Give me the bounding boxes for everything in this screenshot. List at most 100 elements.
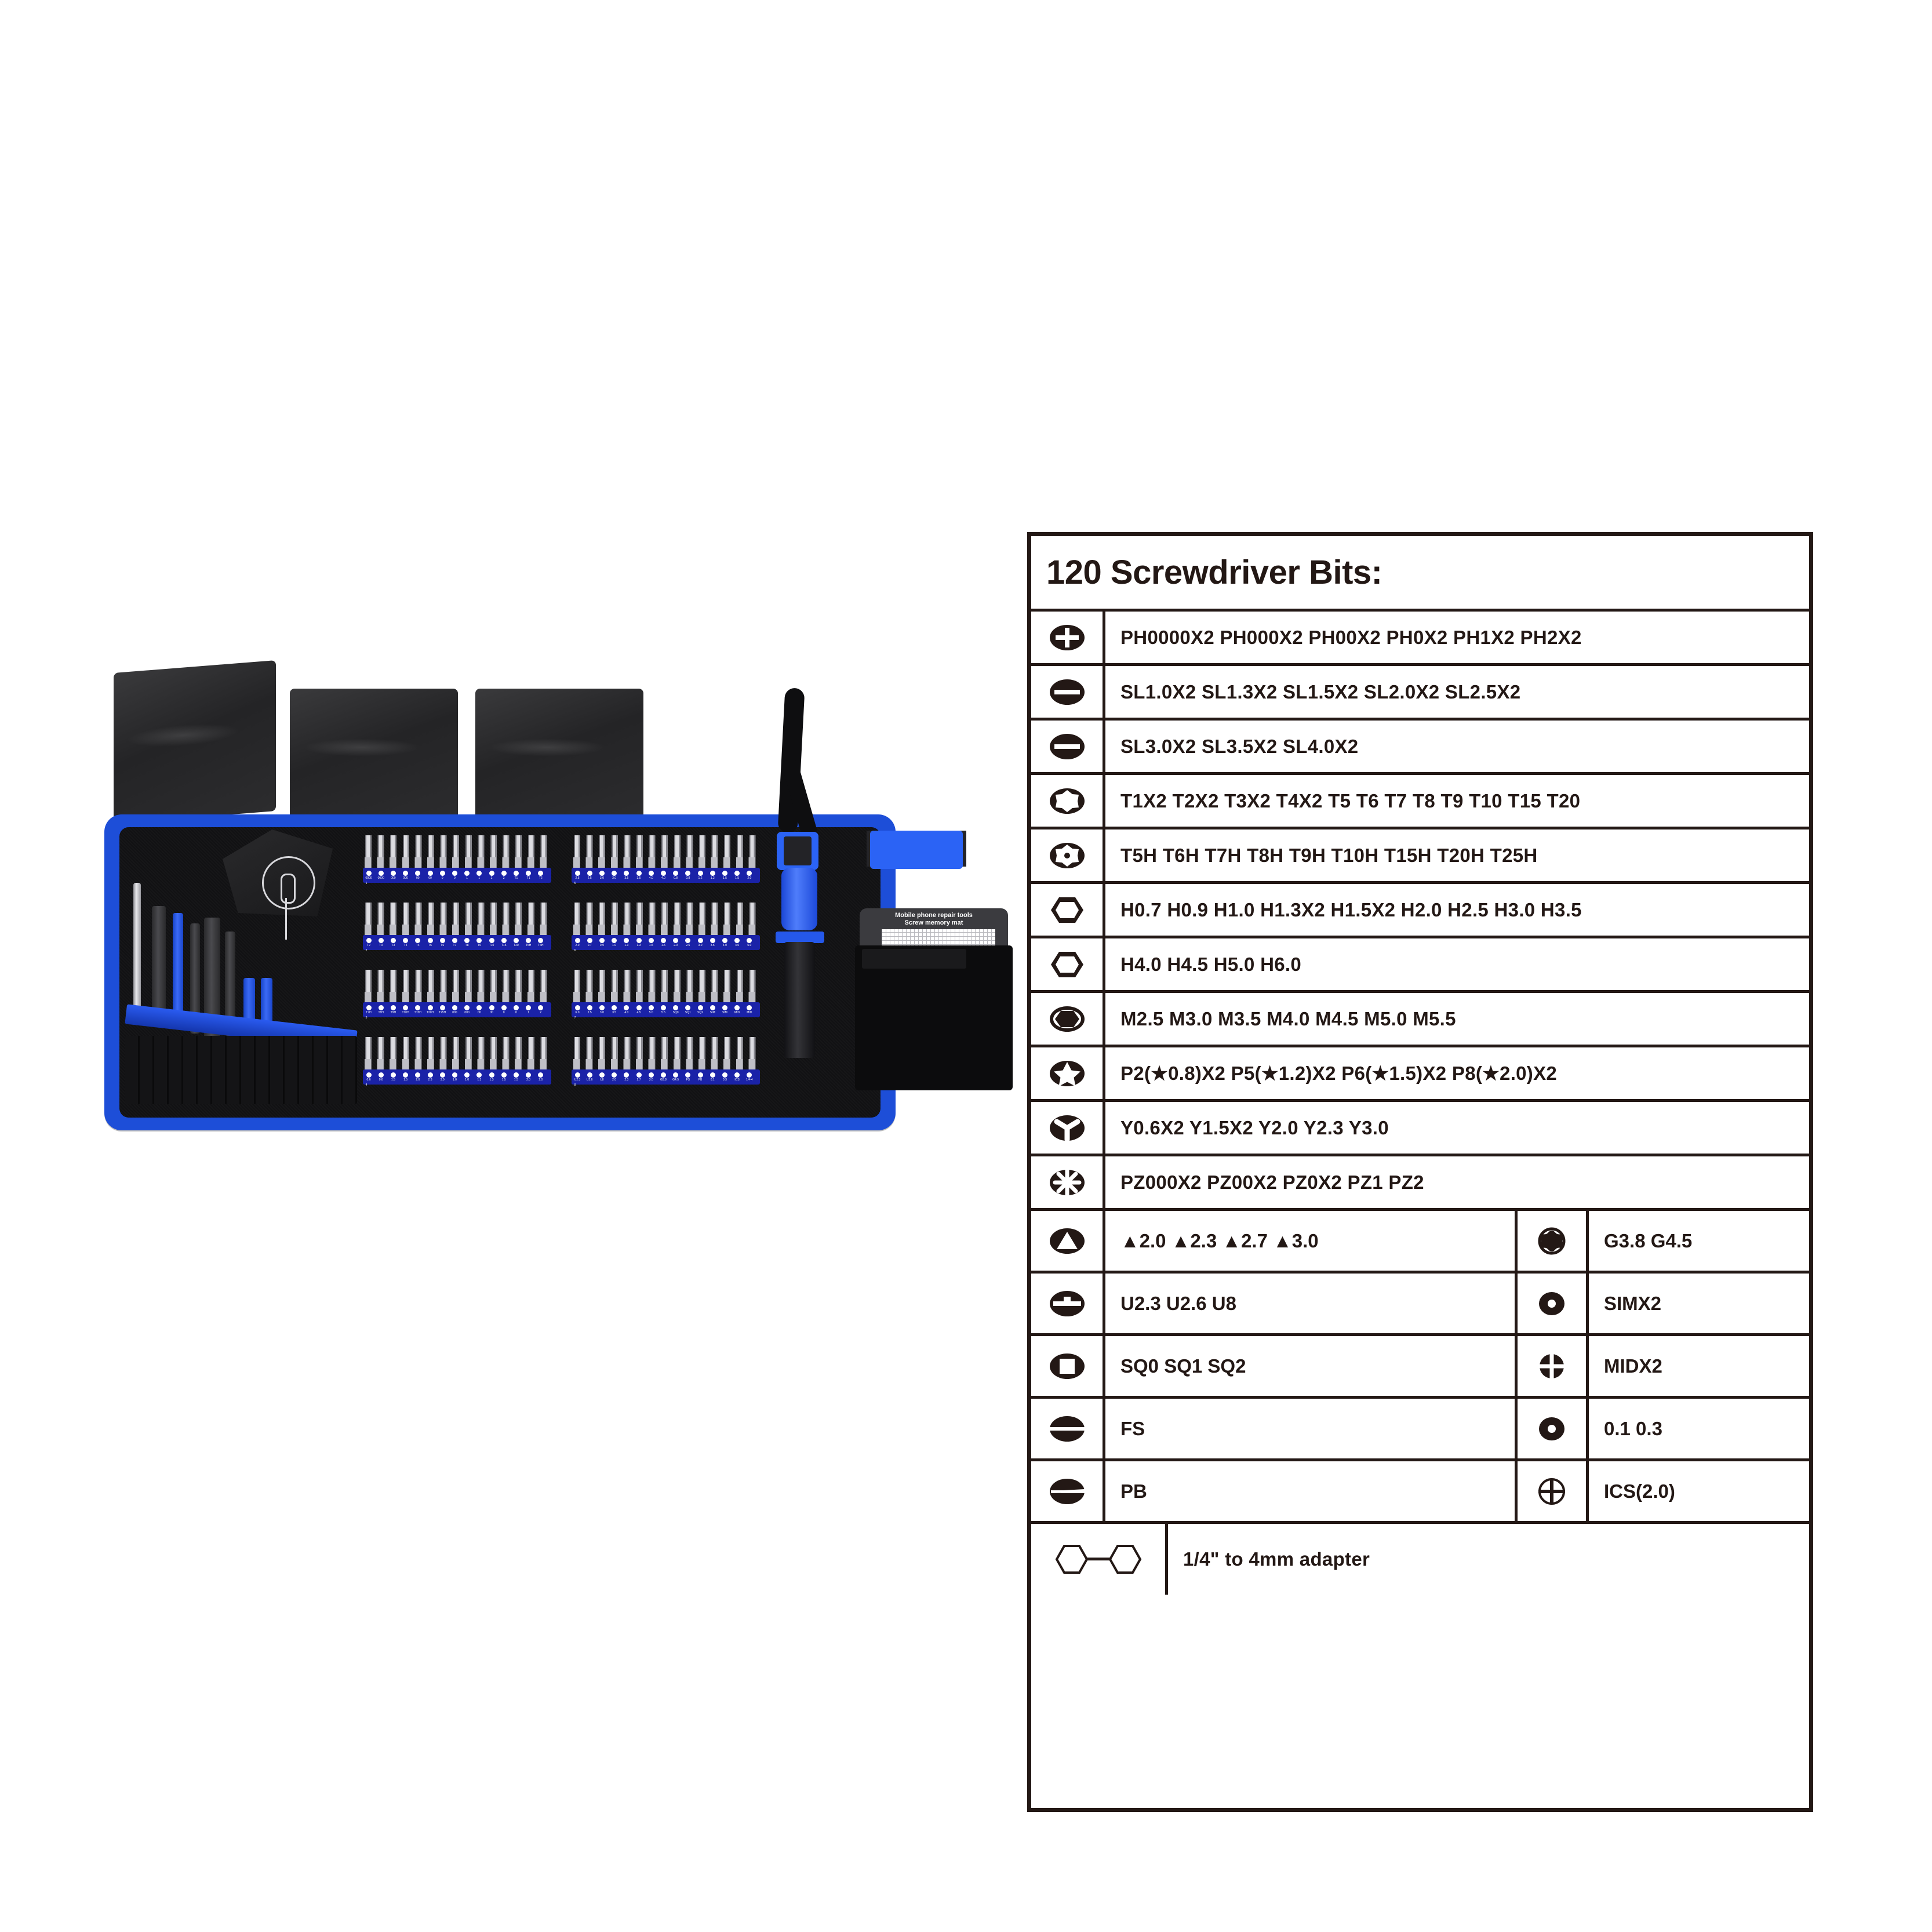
bit-hole [464, 1005, 470, 1010]
bit-hole [648, 1005, 654, 1010]
bit-hole [476, 938, 482, 943]
flap-sheen [126, 720, 241, 751]
bit-label: 4.0 [722, 944, 727, 947]
bit-hole [390, 1005, 396, 1010]
flat-split-icon [1031, 1399, 1105, 1458]
bit-hole [599, 1072, 605, 1078]
slotted-icon [1031, 721, 1105, 772]
bit-hole [513, 1072, 519, 1078]
bit-hole [476, 871, 482, 876]
flap-sheen [489, 738, 607, 756]
bit-row [363, 903, 551, 935]
bit-hole [415, 1005, 421, 1010]
strip-index: 4 [365, 1083, 368, 1087]
bit-hole [489, 938, 494, 943]
bit-label: 1.2 [698, 876, 703, 880]
bit-label: T8 [465, 944, 469, 947]
bit-hole [587, 938, 592, 943]
bit-hole [710, 1005, 715, 1010]
bit-hole [636, 938, 642, 943]
bit-label: MID [747, 1011, 752, 1014]
bit-label: U2.6 [586, 1078, 593, 1082]
bit-label: 000 [464, 1011, 470, 1014]
table-row: PH0000X2 PH000X2 PH00X2 PH0X2 PH1X2 PH2X… [1031, 612, 1809, 666]
bit-label: T15 [501, 944, 507, 947]
bit-label: 000 [403, 876, 408, 880]
bit-list-text: SQ0 SQ1 SQ2 [1120, 1355, 1246, 1377]
hex-icon [1031, 938, 1105, 990]
hex-icon [1031, 884, 1105, 936]
bit-label: 2.0 [539, 1078, 543, 1082]
bit-hole [612, 938, 617, 943]
bit-label: 0.3 [722, 1078, 727, 1082]
bit-hole [685, 871, 691, 876]
square-icon [1031, 1336, 1105, 1396]
bit-hole [747, 938, 752, 943]
bit-list-text: T1X2 T2X2 T3X2 T4X2 T5 T6 T7 T8 T9 T10 T… [1120, 789, 1581, 812]
pozidriv-icon [1031, 1156, 1105, 1208]
bit-label: SIM [710, 1011, 715, 1014]
bit-hole [587, 1005, 592, 1010]
bit-hole [599, 1005, 605, 1010]
bit-hole [697, 1005, 703, 1010]
bit-label: 1.5 [722, 876, 727, 880]
bit-hole [427, 938, 433, 943]
bit-label: 4.0 [649, 876, 653, 880]
bit-label: T1 [514, 876, 518, 880]
bit-label: 1.3 [477, 1078, 482, 1082]
bit-hole [636, 871, 642, 876]
bit-hole [734, 871, 740, 876]
bit-hole [624, 871, 630, 876]
strip-index: 3 [365, 1016, 368, 1020]
bit-hole [673, 1072, 679, 1078]
bit-hole [452, 1005, 457, 1010]
bit-hole [734, 1072, 740, 1078]
bit-hole [747, 871, 752, 876]
bit-label: 2.0 [526, 1078, 531, 1082]
bit-list-text-secondary: 0.1 0.3 [1604, 1417, 1662, 1439]
bit-list-text: SL1.0X2 SL1.3X2 SL1.5X2 SL2.0X2 SL2.5X2 [1120, 681, 1521, 703]
bit-label: 3.5 [636, 876, 641, 880]
bit-hole [574, 938, 580, 943]
bit-hole [427, 1072, 433, 1078]
bit-hole [538, 1005, 544, 1010]
bit-hole [464, 1072, 470, 1078]
strip-index: 8 [574, 1083, 576, 1087]
bit-hole [710, 938, 715, 943]
bit-label: U8 [600, 1078, 604, 1082]
bit-label: 0.6 [379, 1078, 383, 1082]
bit-list-text-secondary: G3.8 G4.5 [1604, 1229, 1693, 1251]
bit-label: 1.0 [612, 944, 617, 947]
bit-label: U2.3 [574, 1078, 581, 1082]
bit-hole [673, 938, 679, 943]
screwdriver-collar [776, 932, 824, 943]
bit-label: T7H [366, 1011, 372, 1014]
bit-label: T6 [441, 944, 445, 947]
flap-sheen [303, 738, 421, 756]
bit-label: 3.5 [710, 944, 715, 947]
bit-hole [427, 871, 433, 876]
bit-label: 1.3 [624, 944, 629, 947]
bit-list-text: PH0000X2 PH000X2 PH00X2 PH0X2 PH1X2 PH2X… [1120, 626, 1582, 648]
bit-row [572, 835, 760, 868]
screwdriver-grip [781, 868, 817, 930]
bit-hole [685, 1072, 691, 1078]
bit-label: 2.7 [636, 1078, 641, 1082]
bit-label: 0.8 [686, 876, 690, 880]
table-row-adapter: 1/4" to 4mm adapter [1031, 1524, 1809, 1595]
bit-label: 2.0 [674, 944, 678, 947]
bit-hole [685, 1005, 691, 1010]
bit-label: 3.0 [698, 944, 703, 947]
table-row: T5H T6H T7H T8H T9H T10H T15H T20H T25H [1031, 829, 1809, 884]
bit-label: 2.3 [428, 1078, 432, 1082]
bit-hole [538, 938, 544, 943]
